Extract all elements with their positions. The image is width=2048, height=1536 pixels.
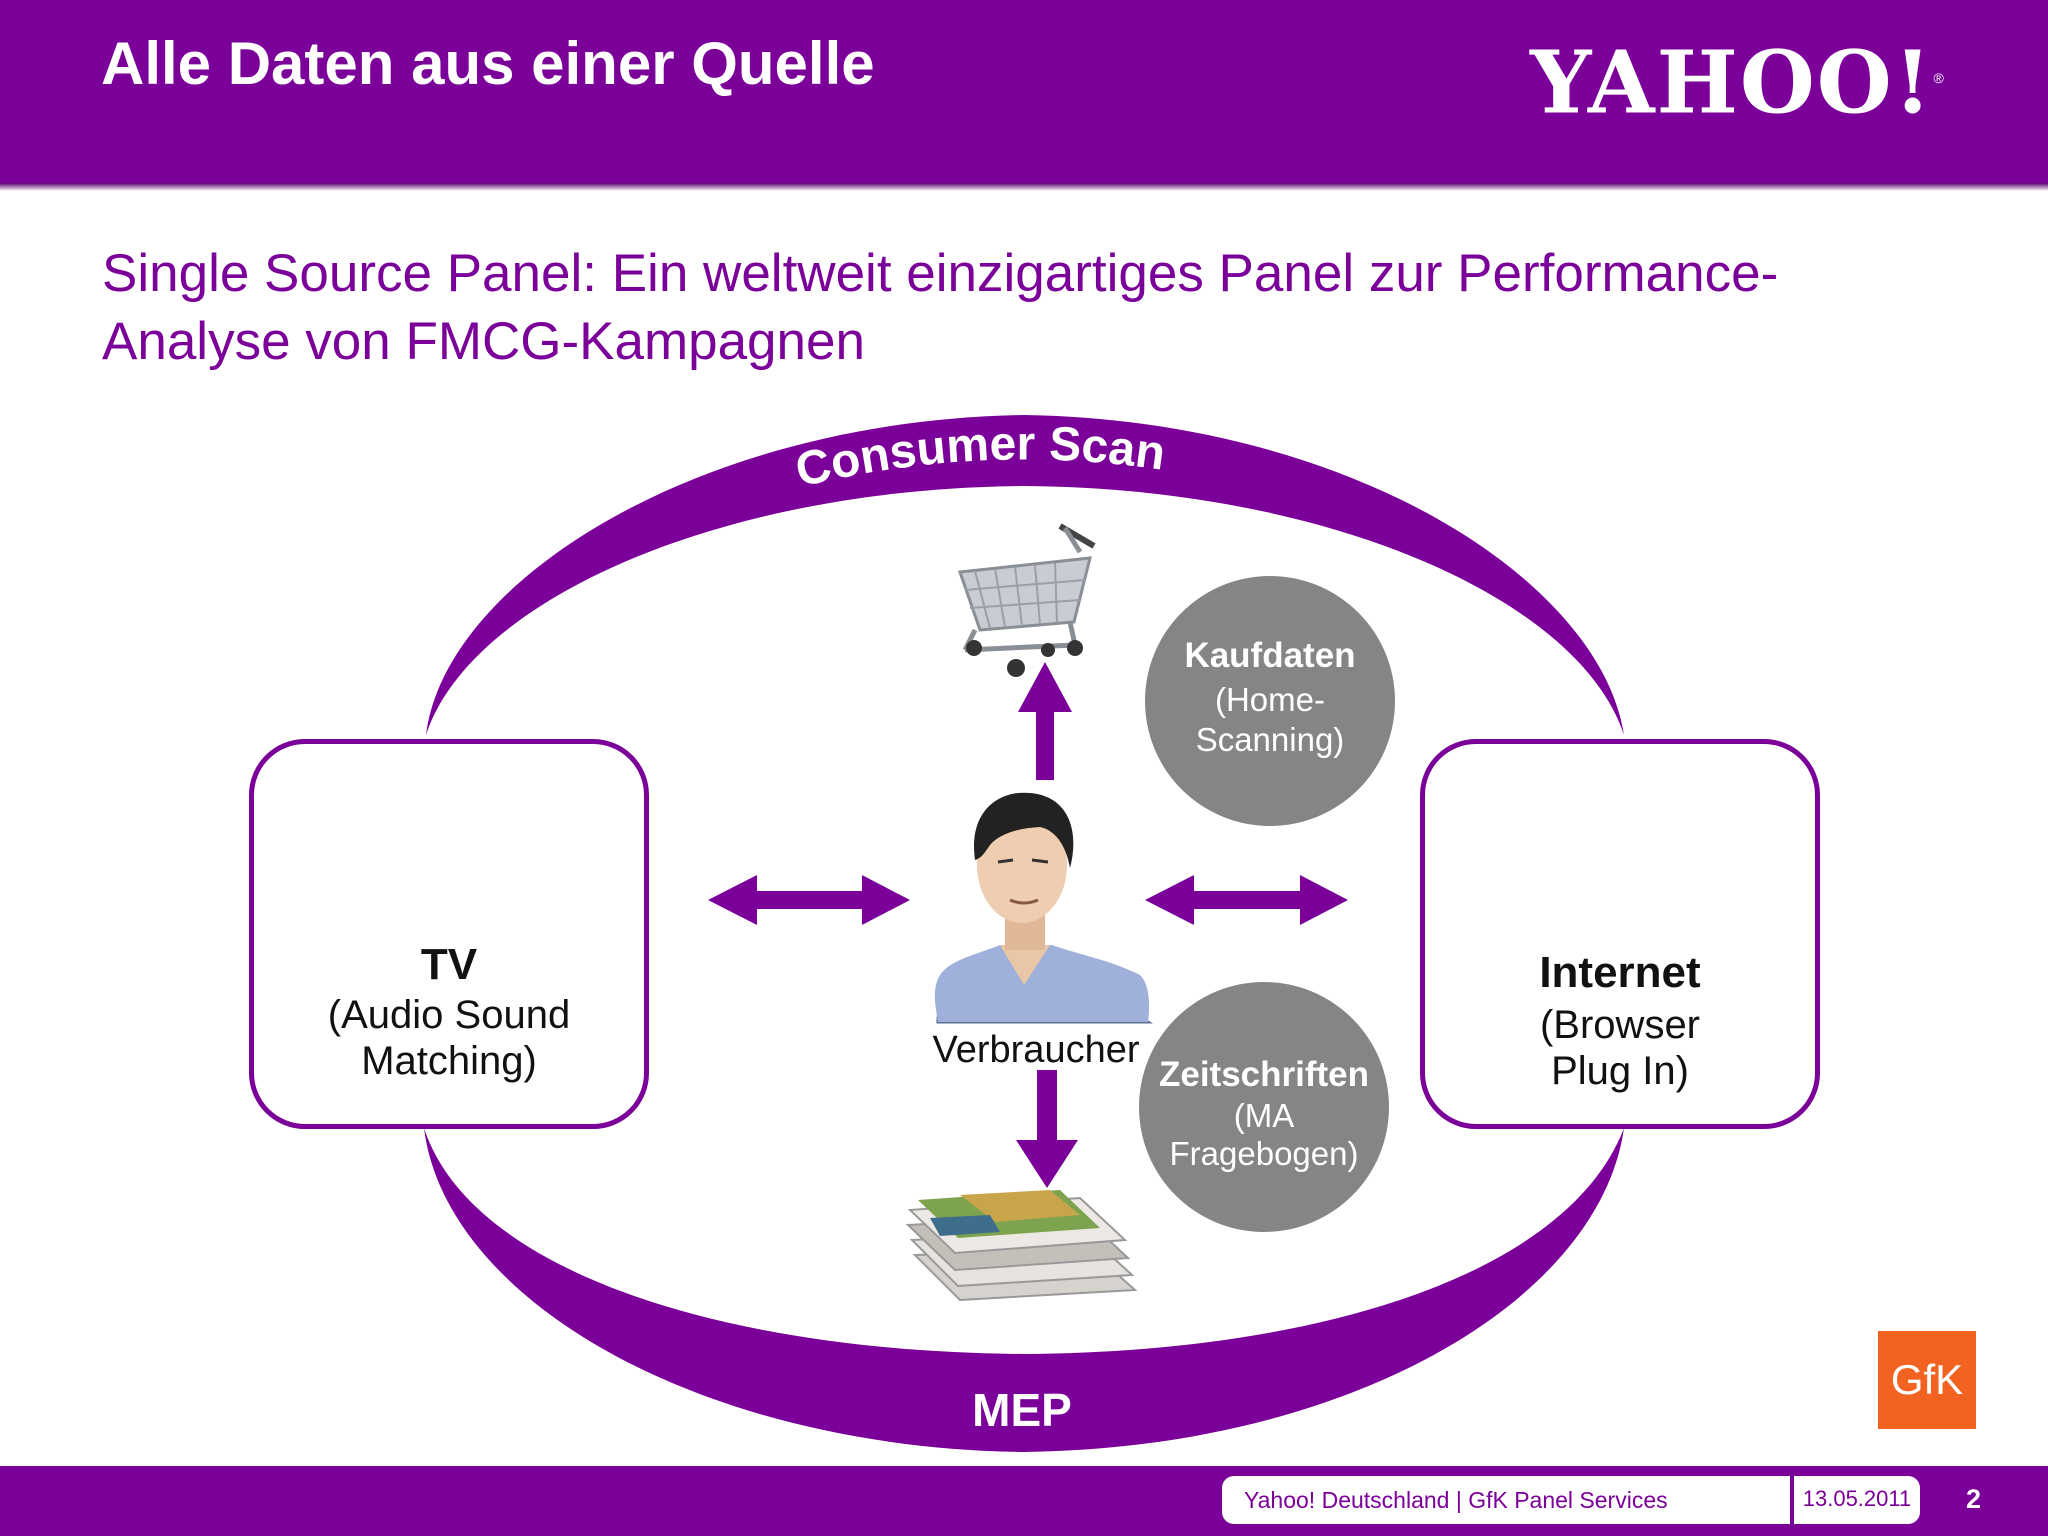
- internet-card: Internet (Browser Plug In): [1420, 739, 1820, 1129]
- ring-top: [426, 415, 1624, 735]
- tv-card: TV (Audio Sound Matching): [249, 739, 649, 1129]
- internet-card-title: Internet: [1539, 948, 1701, 997]
- ring-bottom: [424, 1128, 1624, 1452]
- mep-label: MEP: [972, 1384, 1072, 1436]
- magazines-title: Zeitschriften: [1158, 1055, 1370, 1094]
- up-arrow: [1018, 662, 1072, 780]
- internet-card-subtitle-line1: (Browser: [1539, 1003, 1701, 1047]
- yahoo-logo: YAHOO!®: [1530, 32, 1946, 134]
- shopping-cart-icon: [957, 523, 1096, 677]
- magazines-icon: [905, 1190, 1138, 1302]
- tv-card-subtitle-line1: (Audio Sound: [327, 993, 571, 1037]
- tv-card-subtitle-line2: Matching): [361, 1039, 537, 1083]
- slide-title: Alle Daten aus einer Quelle: [101, 30, 875, 97]
- footer-source: Yahoo! Deutschland | GfK Panel Services: [1222, 1476, 1790, 1524]
- magazines-line2: Fragebogen): [1169, 1135, 1359, 1172]
- purchase-data-title: Kaufdaten: [1184, 636, 1356, 675]
- yahoo-logo-text: YAHOO!: [1530, 32, 1934, 134]
- internet-card-subtitle-line2: Plug In): [1551, 1049, 1689, 1093]
- purchase-data-line2: Scanning): [1195, 721, 1345, 758]
- consumer-label: Verbraucher: [932, 1029, 1139, 1071]
- tv-double-arrow: [708, 875, 910, 925]
- tv-card-title: TV: [420, 940, 478, 989]
- gfk-logo: GfK: [1878, 1331, 1976, 1429]
- internet-double-arrow: [1145, 875, 1348, 925]
- magazines-bubble: Zeitschriften (MA Fragebogen): [1139, 982, 1389, 1232]
- purchase-data-line1: (Home-: [1214, 681, 1325, 718]
- consumer-person-icon: [934, 792, 1153, 1024]
- slide-subtitle: Single Source Panel: Ein weltweit einzig…: [102, 244, 1779, 371]
- down-arrow: [1016, 1070, 1078, 1188]
- header-bar: [0, 0, 2048, 183]
- purchase-data-bubble: Kaufdaten (Home- Scanning): [1145, 576, 1395, 826]
- magazines-line1: (MA: [1233, 1097, 1295, 1134]
- header-shadow: [0, 183, 2048, 191]
- page-number: 2: [1966, 1484, 1982, 1514]
- footer-date: 13.05.2011: [1794, 1476, 1920, 1524]
